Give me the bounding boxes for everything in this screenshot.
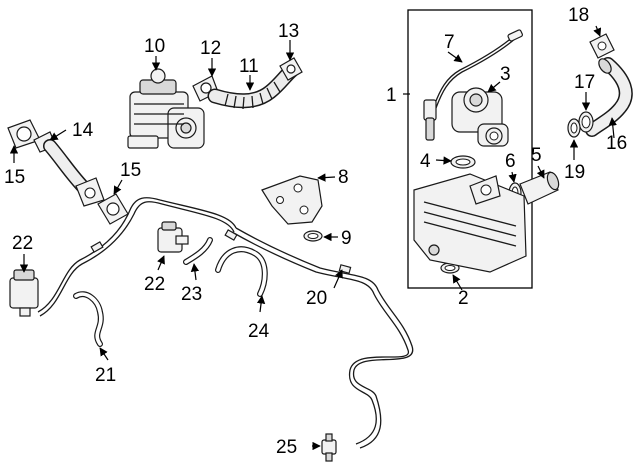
gasket-15-left [7, 119, 41, 149]
callout-22-center: 22 [144, 274, 165, 295]
hose-24 [215, 246, 268, 297]
callout-25: 25 [276, 437, 297, 458]
check-valve-25 [321, 433, 337, 462]
callout-18: 18 [568, 5, 589, 26]
assembly-box [407, 9, 533, 289]
callout-20: 20 [306, 288, 327, 309]
solenoid-22-center [157, 221, 189, 253]
callout-10: 10 [144, 36, 165, 57]
bracket-8 [261, 175, 323, 225]
callout-24: 24 [248, 321, 270, 342]
connector-5 [519, 171, 560, 205]
callout-15-right: 15 [120, 160, 141, 181]
oring-9-hole [307, 233, 319, 239]
callout-13: 13 [278, 21, 299, 42]
egr-valve-part [127, 68, 205, 149]
callout-11: 11 [239, 56, 259, 77]
gasket-18 [589, 33, 615, 59]
pipe-16 [585, 57, 633, 137]
egr-cooler [413, 173, 527, 273]
callout-labels: 1 2 3 4 5 6 7 8 9 10 11 12 13 14 15 15 1… [4, 5, 627, 458]
hose-23 [183, 237, 213, 265]
callout-23: 23 [181, 284, 202, 305]
callout-6: 6 [505, 151, 516, 172]
callout-19: 19 [564, 162, 585, 183]
callout-15-left: 15 [4, 167, 25, 188]
clamp-17-hole [581, 115, 591, 129]
leader-lines [9, 25, 617, 451]
hose-21 [73, 291, 104, 347]
callout-21: 21 [95, 365, 116, 386]
callout-17: 17 [574, 72, 595, 93]
sensor-7 [423, 29, 523, 141]
callout-22-left: 22 [12, 233, 33, 254]
callout-5: 5 [531, 145, 542, 166]
callout-16: 16 [606, 133, 627, 154]
callout-9: 9 [341, 228, 352, 249]
gasket-13 [279, 57, 303, 81]
callout-12: 12 [200, 38, 221, 59]
callout-8: 8 [338, 167, 349, 188]
callout-1: 1 [386, 85, 397, 106]
gasket-2-hole [444, 265, 456, 271]
callout-7: 7 [444, 32, 455, 53]
ring-19-hole [570, 122, 578, 134]
vacuum-line-20 [37, 197, 414, 449]
callout-14: 14 [72, 120, 94, 141]
pipe-14 [33, 131, 105, 207]
callout-3: 3 [500, 64, 511, 85]
gasket-15-right [97, 193, 129, 225]
callout-4: 4 [420, 151, 431, 172]
gasket-4-hole [455, 158, 471, 166]
egr-valve-3 [451, 87, 509, 147]
callout-2: 2 [458, 288, 469, 309]
solenoid-22-left [9, 269, 39, 317]
